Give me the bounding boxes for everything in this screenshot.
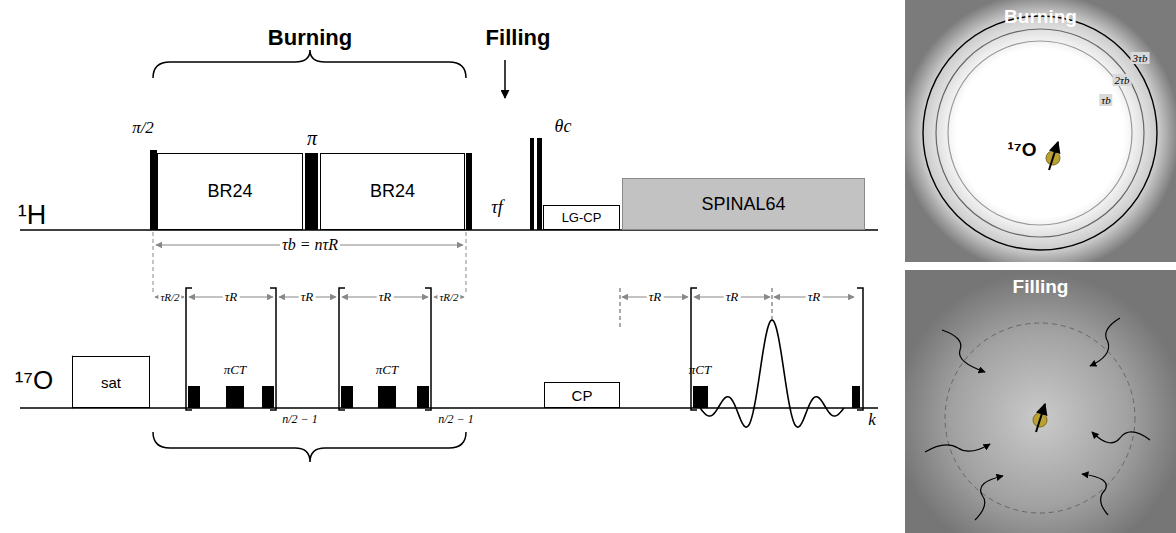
block-label: SPINAL64 [701,194,785,215]
pulse [305,153,318,230]
delay-label: τR/2 [158,291,181,303]
pulse-label: πCT [224,363,246,377]
section-title: Burning [268,26,352,50]
loop-count: k [868,411,876,430]
spin-arrow [1049,142,1058,170]
pulse-angle: π/2 [132,119,154,138]
bracket [339,288,345,410]
ring-label: τb [1099,94,1112,106]
pulse [188,386,200,408]
sequence-block: BR24 [157,153,303,230]
channel-name: ¹⁷O [15,366,53,395]
sequence-block: LG-CP [543,205,620,230]
pulse [226,386,244,408]
pulse [852,386,860,408]
burning-panel-bg [905,0,1176,262]
panel-title: Filling [1013,276,1069,298]
ring [948,41,1132,225]
sat-cross [72,356,150,408]
pulse [378,386,396,408]
block-label: BR24 [370,181,415,202]
pulse [262,386,274,408]
loop-count: n/2 − 1 [282,413,317,426]
bracket [691,288,697,410]
duration-label: τb = nτR [280,236,340,254]
ring [923,16,1157,250]
section-title: Filling [486,26,551,50]
delay-label: τf [491,198,502,218]
ring-label: 3τb [1131,52,1150,64]
panel-title: Burning [1004,6,1077,28]
filling-arrow [504,60,506,98]
pulse-angle: π [307,127,317,149]
diffusion-arrows [925,318,1150,520]
pulse [530,138,534,230]
delay-label: τR [223,290,240,304]
pulse-label: πCT [376,363,398,377]
sequence-block: CP [544,382,620,408]
selective-pulse [700,320,844,427]
guide-line [466,232,467,292]
delay-label: τR/2 [437,291,460,303]
delay-label: τR [806,290,823,304]
burning-brace [153,50,466,78]
illustration-panel: Burning [905,0,1176,262]
delay-label: τR [377,290,394,304]
block-label: sat [98,374,124,391]
pulse-angle: θc [555,117,572,137]
nucleus-label: ¹⁷O [1008,140,1037,161]
bracket [186,288,192,410]
pulse [150,150,157,230]
channel-name: ¹H [18,201,47,231]
pulse [466,153,472,230]
delay-label: τR [724,290,741,304]
spin-arrow [1036,404,1045,432]
bracket [857,288,863,410]
decoupling-block: SPINAL64 [622,178,865,230]
pulse [341,386,353,408]
pulse [417,386,429,408]
pulse [693,386,708,408]
bottom-brace [153,432,466,462]
illustration-panel: Filling [905,270,1176,533]
block-label: CP [572,387,593,404]
block-label: LG-CP [562,210,602,225]
block-label: BR24 [207,181,252,202]
saturation-block: sat [72,356,150,408]
bracket [270,288,276,410]
guide-line [153,232,154,292]
filling-panel-bg [905,270,1176,533]
ring [936,29,1144,237]
sequence-block: BR24 [320,153,465,230]
ring-label: 2τb [1113,74,1132,86]
sat-cross [72,356,150,408]
delay-label: τR [647,290,664,304]
tau-arrows [155,296,854,297]
delay-label: τR [299,290,316,304]
loop-count: n/2 − 1 [438,413,473,426]
guide-line [620,288,621,330]
guide-line [772,288,773,322]
pulse-label: πCT [689,363,711,377]
pulse [537,138,542,230]
bracket [425,288,431,410]
